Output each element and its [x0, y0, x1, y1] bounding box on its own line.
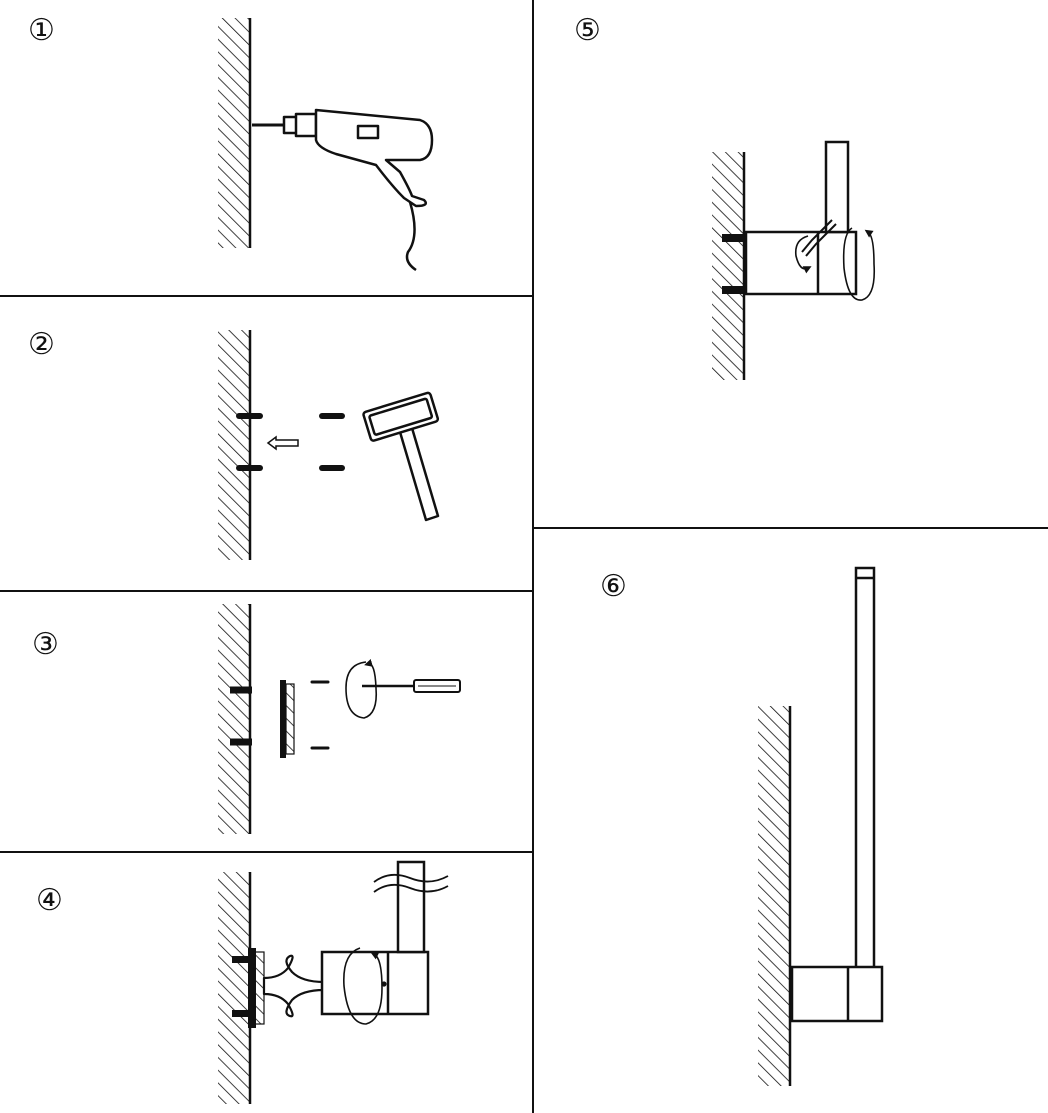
step-3-number: ③	[32, 627, 59, 662]
loose-anchor	[319, 413, 345, 471]
wire-break-icon	[373, 873, 449, 893]
rotation-arrow-icon	[345, 659, 378, 719]
screwdriver-icon	[362, 679, 461, 693]
wall-section	[218, 18, 252, 248]
wall-section	[758, 706, 792, 1086]
wall-anchor	[236, 413, 263, 471]
lamp-body	[744, 140, 858, 296]
step-5-panel	[712, 140, 876, 380]
step-6-panel	[758, 566, 884, 1086]
step-2-panel	[218, 330, 440, 560]
step-5-number: ⑤	[574, 13, 601, 48]
step-2-number: ②	[28, 327, 55, 362]
step-1-panel	[218, 18, 434, 272]
left-arrow-icon	[266, 435, 299, 451]
step-6-number: ⑥	[600, 569, 627, 604]
step-3-panel	[218, 604, 461, 834]
step-1-number: ①	[28, 13, 55, 48]
wall-section	[218, 604, 252, 834]
rotation-arrow-icon	[794, 227, 876, 301]
wall-anchor	[230, 686, 252, 746]
hex-key-icon	[801, 219, 837, 257]
lamp-body	[320, 860, 430, 1016]
wall-section	[218, 330, 252, 560]
bracket	[262, 954, 326, 1018]
screw-icon	[310, 680, 330, 750]
mounting-plate	[280, 680, 295, 758]
hammer-icon	[362, 391, 440, 522]
wall-section	[218, 872, 252, 1104]
wall-section	[712, 152, 746, 380]
wall-lamp	[790, 566, 884, 1023]
step-4-panel	[218, 860, 449, 1104]
wall-anchor	[722, 234, 748, 294]
drill-icon	[252, 108, 434, 272]
rotation-arrow-icon	[343, 947, 387, 1025]
step-4-number: ④	[36, 883, 63, 918]
step-labels: ① ② ③ ④ ⑤ ⑥	[28, 13, 627, 918]
